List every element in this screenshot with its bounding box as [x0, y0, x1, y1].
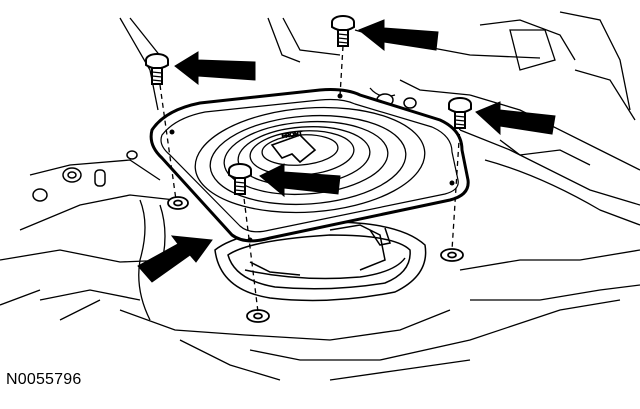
- panel-embossed-text: FRONT: [281, 131, 303, 140]
- arrow-icon: [475, 101, 556, 136]
- bolt-icon: [331, 15, 355, 47]
- bolt-icon: [448, 97, 472, 129]
- access-cover-plate: FRONT: [149, 88, 470, 243]
- direction-arrow-icon: [270, 134, 317, 164]
- callout-arrows: [137, 19, 556, 283]
- arrow-icon: [137, 235, 213, 283]
- figure-id-label: N0055796: [6, 371, 82, 388]
- fuel-pump-ring: [214, 221, 427, 302]
- arrow-icon: [174, 51, 256, 86]
- arrow-icon: [259, 163, 341, 198]
- bolt-axis-lines: [159, 45, 461, 313]
- mounting-holes: [167, 196, 464, 323]
- arrow-icon: [358, 19, 439, 52]
